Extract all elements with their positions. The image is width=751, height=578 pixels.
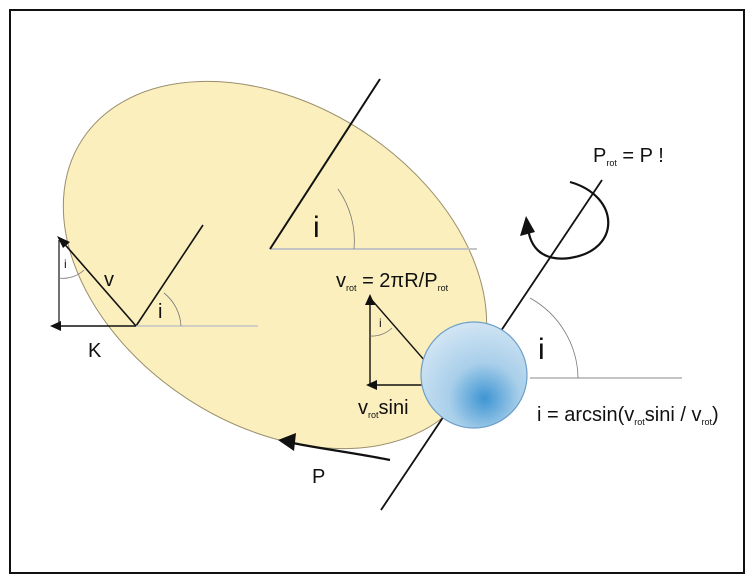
left-velocity-v-arrow [60,239,137,327]
left-velocity-v-arrowhead [57,236,70,248]
left-triangle-v-label: v [104,269,114,291]
left-velocity-K-arrowhead [50,321,61,331]
vrot-main: v [336,270,346,292]
vrot-eq-sub: rot [438,283,449,293]
prot-equation-label: Prot = P ! [593,145,664,168]
orbit-period-arrow [287,440,391,462]
vrot-eq: = 2πR/P [357,270,438,292]
left-triangle-angle-label: i [64,257,67,271]
star-inclination-label: i [538,333,545,366]
formula-part-c: ) [712,404,719,426]
left-small-arc [163,292,182,327]
formula-part-b: sini / v [645,404,702,426]
vrotsini-label: vrotsini [358,397,409,420]
star-rotation-arrow [526,180,610,260]
mid-triangle-vertical-arrowhead [365,294,375,305]
star-sphere [420,321,528,429]
star-rotation-arrowhead [520,216,535,236]
formula-sub-1: rot [634,417,645,427]
vrot-equation-label: vrot = 2πR/Prot [336,270,449,293]
mid-triangle-base-arrowhead [366,380,377,390]
vrot-sub: rot [346,283,357,293]
left-normal-line [135,224,204,327]
vrotsini-main: v [358,397,368,419]
prot-main: P [593,145,606,167]
mid-triangle-arc [369,327,393,337]
inclination-formula: i = arcsin(vrotsini / vrot) [537,404,719,427]
star-inclination-arc [529,297,579,379]
formula-part-a: i = arcsin(v [537,404,634,426]
orbit-inclination-label: i [313,211,320,244]
period-P-label: P [312,466,325,488]
orbit-period-arrowhead [278,433,296,451]
vrotsini-tail: sini [379,397,409,419]
orbit-normal-axis [269,78,381,250]
formula-sub-2: rot [701,417,712,427]
left-triangle-arc [58,269,85,279]
left-small-angle-label: i [158,301,162,323]
mid-triangle-angle-label: i [379,316,382,330]
left-triangle-K-label: K [88,340,102,362]
prot-eq: = P ! [617,145,664,167]
vrotsini-sub: rot [368,410,379,420]
prot-sub: rot [606,158,617,168]
orbit-inclination-arc [337,188,355,250]
